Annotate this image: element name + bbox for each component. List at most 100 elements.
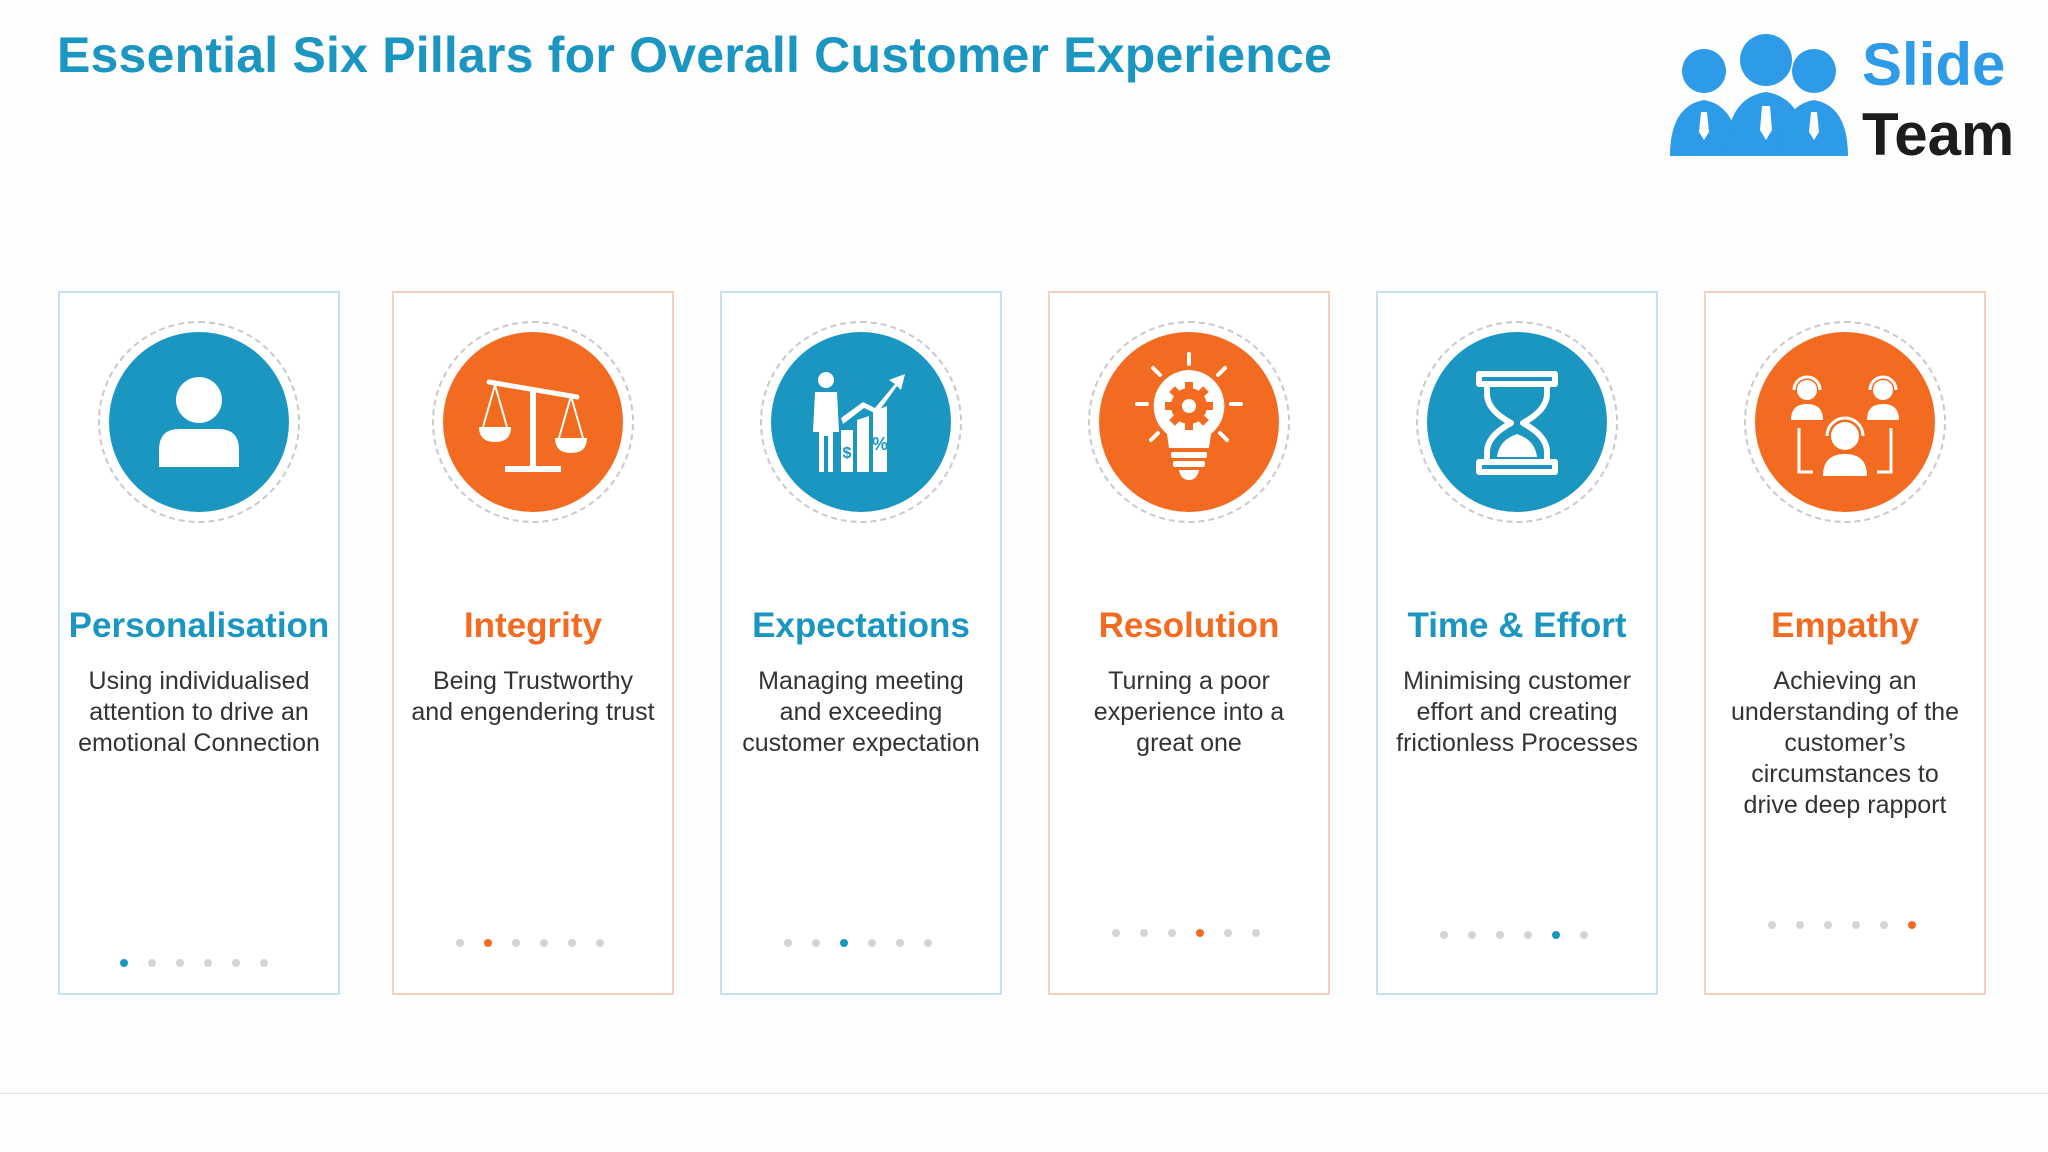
card-description: Minimising customer effort and creating … [1384, 666, 1650, 759]
icon-ring [432, 321, 634, 523]
pagination-dot [512, 939, 520, 947]
pagination-dot-active [840, 939, 848, 947]
card-title: Personalisation [68, 606, 330, 645]
description-line: emotional Connection [78, 729, 320, 757]
card-title: Expectations [752, 606, 970, 645]
logo-text-slide: Slide [1862, 31, 2006, 98]
icon-ring [1088, 321, 1290, 523]
description-line: attention to drive an [89, 698, 309, 726]
pagination-dot [868, 939, 876, 947]
description-line: frictionless Processes [1396, 729, 1638, 757]
description-line: Minimising customer [1403, 667, 1631, 695]
pillar-card-empathy: Empathy Achieving an understanding of th… [1704, 291, 1986, 995]
footer-divider [0, 1093, 2048, 1094]
pagination-dot [1768, 921, 1776, 929]
pillar-card-expectations: $ % Expectations Managing meeting and ex… [720, 291, 1002, 995]
icon-circle [443, 332, 623, 512]
description-line: Being Trustworthy [432, 667, 634, 695]
logo-text-team: Team [1862, 101, 2015, 168]
pagination-dot-active [1196, 929, 1204, 937]
card-description: Being Trustworthy and engendering trust [400, 666, 666, 728]
icon-ring [1744, 321, 1946, 523]
pagination-dot [1524, 931, 1532, 939]
icon-circle [1755, 332, 1935, 512]
pagination-dot [1468, 931, 1476, 939]
pagination-dot-active [1552, 931, 1560, 939]
card-title: Time & Effort [1407, 606, 1627, 645]
pagination-dot [896, 939, 904, 947]
pagination-dot [1112, 929, 1120, 937]
pagination-dots [388, 937, 672, 949]
card-description: Using individualised attention to drive … [66, 666, 332, 759]
description-line: and engendering trust [411, 698, 655, 726]
pagination-dot [1168, 929, 1176, 937]
icon-circle [1099, 332, 1279, 512]
pagination-dot [540, 939, 548, 947]
lightbulb-gear-icon [1135, 352, 1243, 480]
pagination-dot-active [484, 939, 492, 947]
pagination-dot [232, 959, 240, 967]
hourglass-icon [1476, 371, 1558, 475]
icon-ring: $ % [760, 321, 962, 523]
card-title: Resolution [1098, 606, 1280, 645]
pagination-dot [1880, 921, 1888, 929]
card-title: Integrity [463, 606, 603, 645]
page-title: Essential Six Pillars for Overall Custom… [57, 27, 1333, 83]
pagination-dot [260, 959, 268, 967]
pagination-dot [784, 939, 792, 947]
card-description: Turning a poor experience into a great o… [1056, 666, 1322, 759]
svg-text:%: % [872, 434, 888, 454]
pagination-dot [1440, 931, 1448, 939]
pagination-dots [1372, 929, 1656, 941]
pagination-dots [1044, 927, 1328, 939]
card-title: Empathy [1771, 606, 1919, 645]
description-line: customer expectation [742, 729, 980, 757]
pillar-card-personalisation: Personalisation Using individualised att… [58, 291, 340, 995]
pillar-card-integrity: Integrity Being Trustworthy and engender… [392, 291, 674, 995]
svg-text:$: $ [843, 445, 852, 462]
pagination-dot [148, 959, 156, 967]
pillar-card-resolution: Resolution Turning a poor experience int… [1048, 291, 1330, 995]
description-line: Using individualised [88, 667, 310, 695]
pagination-dot [204, 959, 212, 967]
description-line: drive deep rapport [1743, 791, 1947, 819]
card-description: Achieving an understanding of the custom… [1712, 666, 1978, 821]
pagination-dot [1580, 931, 1588, 939]
icon-ring [1416, 321, 1618, 523]
description-line: Managing meeting [758, 667, 964, 695]
growth-chart-icon: $ % [813, 372, 905, 472]
description-line: and exceeding [779, 698, 943, 726]
icon-circle [109, 332, 289, 512]
pagination-dots [1700, 919, 1984, 931]
icon-circle [1427, 332, 1607, 512]
pagination-dot [924, 939, 932, 947]
pagination-dot [1140, 929, 1148, 937]
pagination-dot-active [1908, 921, 1916, 929]
card-description: Managing meeting and exceeding customer … [728, 666, 994, 759]
pagination-dot-active [120, 959, 128, 967]
description-line: customer’s [1784, 729, 1906, 757]
pagination-dot [1852, 921, 1860, 929]
description-line: great one [1136, 729, 1242, 757]
pagination-dot [1224, 929, 1232, 937]
pagination-dot [812, 939, 820, 947]
pagination-dot [176, 959, 184, 967]
description-line: circumstances to [1751, 760, 1939, 788]
pagination-dot [1252, 929, 1260, 937]
pillar-card-time-effort: Time & Effort Minimising customer effort… [1376, 291, 1658, 995]
description-line: effort and creating [1416, 698, 1618, 726]
pagination-dots [50, 957, 338, 969]
support-team-icon [1791, 375, 1899, 476]
pagination-dot [568, 939, 576, 947]
user-icon [159, 377, 239, 467]
pagination-dots [716, 937, 1000, 949]
slideteam-logo-icon [1670, 34, 1848, 156]
pagination-dot [1496, 931, 1504, 939]
description-line: experience into a [1093, 698, 1285, 726]
description-line: Achieving an [1773, 667, 1917, 695]
pagination-dot [1824, 921, 1832, 929]
description-line: Turning a poor [1108, 667, 1270, 695]
pagination-dot [456, 939, 464, 947]
pagination-dot [1796, 921, 1804, 929]
icon-ring [98, 321, 300, 523]
